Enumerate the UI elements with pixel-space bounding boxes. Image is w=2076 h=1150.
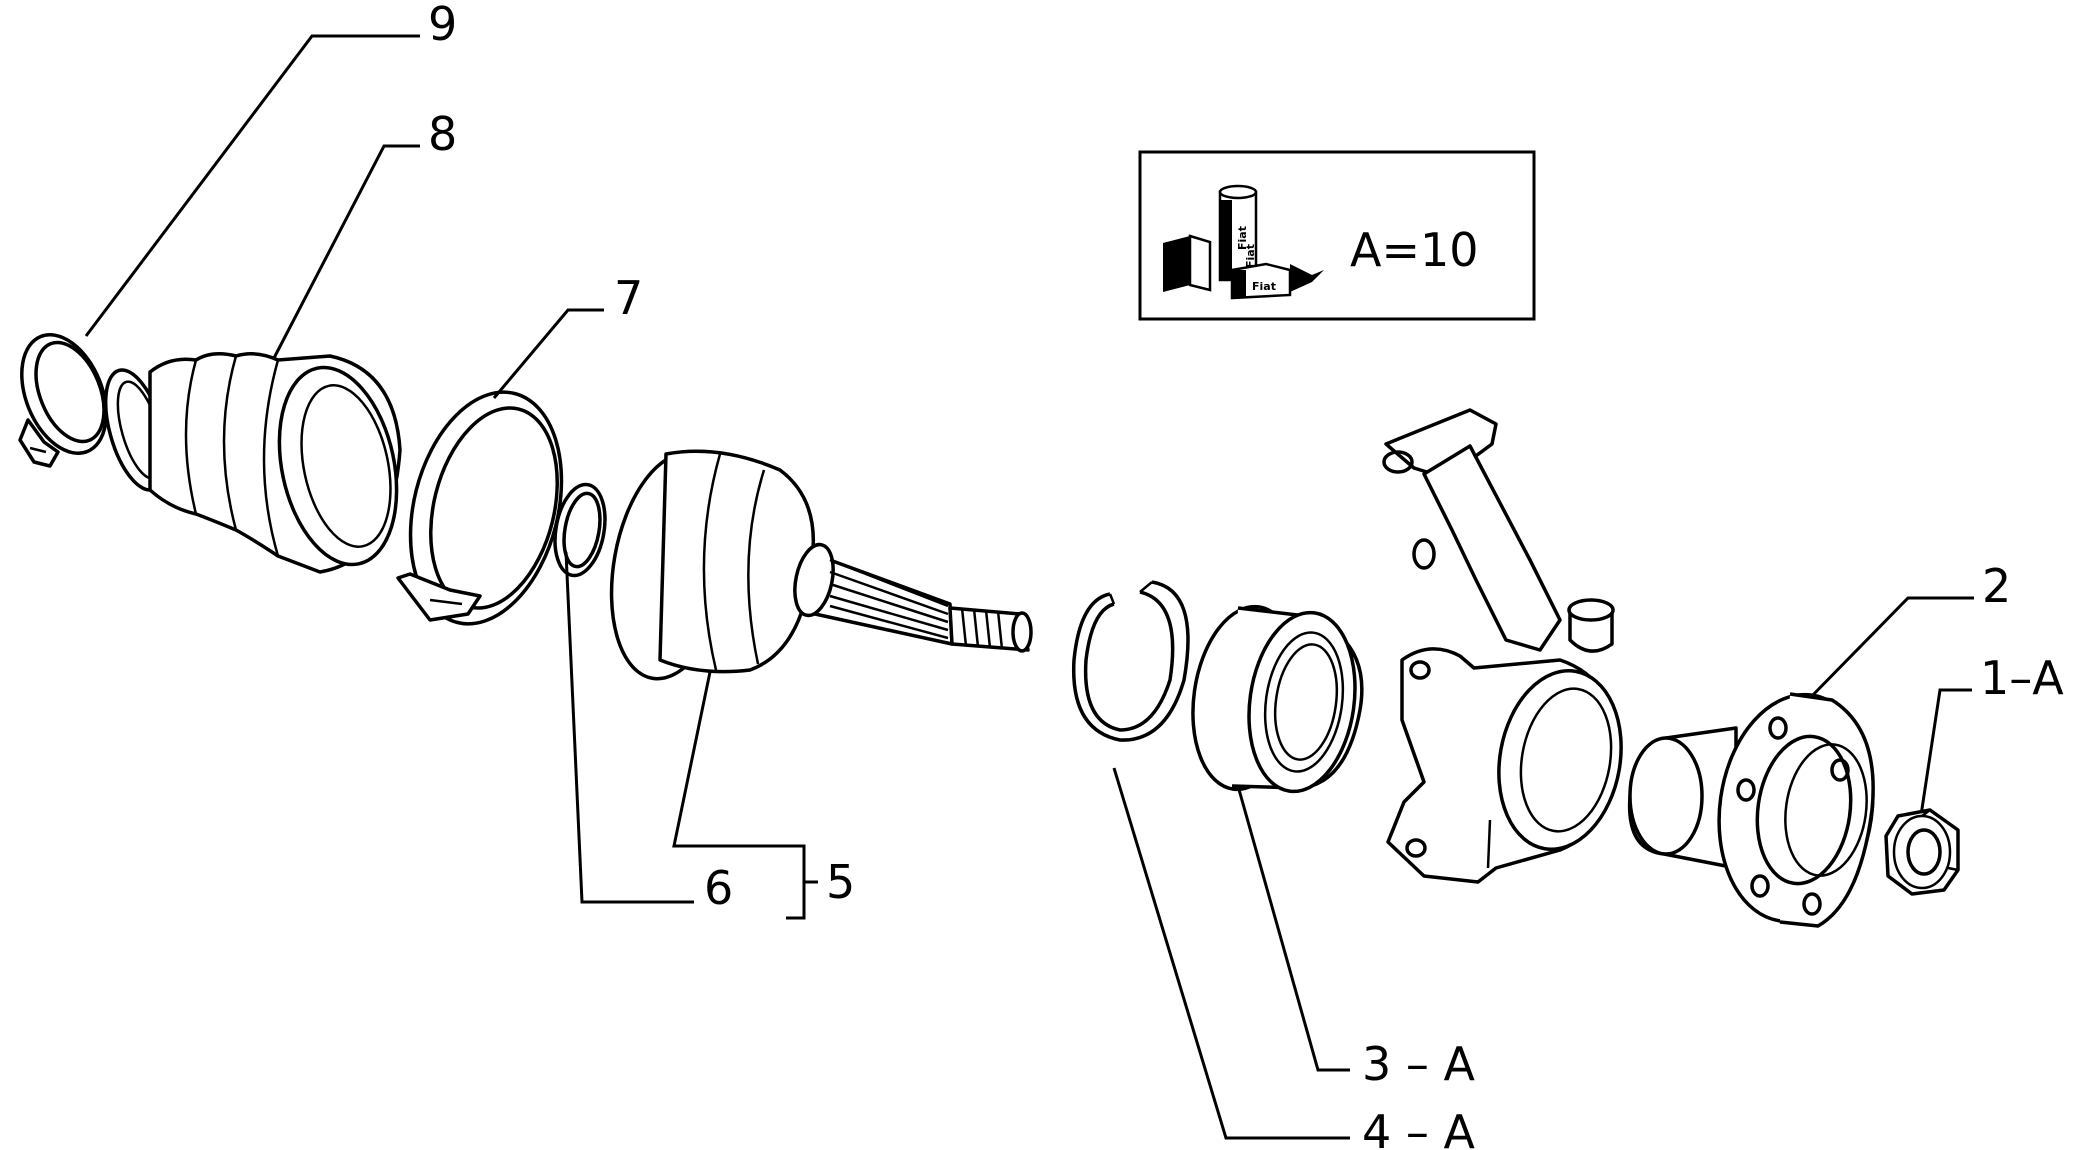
legend-brand-4: Fiat — [1252, 280, 1276, 293]
legend-brand-2: Fiat — [1236, 226, 1249, 250]
wheel-hub — [1627, 692, 1875, 928]
callout-7: 7 — [614, 271, 643, 325]
leader-lines — [84, 34, 1974, 1140]
callout-4a: 4 – A — [1362, 1105, 1476, 1150]
legend-brand-3: Fiat — [1244, 244, 1257, 268]
steering-knuckle — [1382, 408, 1623, 884]
callout-2: 2 — [1982, 559, 2011, 613]
callout-6: 6 — [704, 861, 733, 915]
snap-ring — [1071, 580, 1190, 742]
leader-8 — [272, 144, 420, 359]
callout-8: 8 — [428, 107, 457, 161]
legend: Fiat Fiat Fiat Fiat A=10 — [1138, 150, 1536, 321]
cv-boot — [103, 352, 402, 574]
callout-9: 9 — [428, 0, 457, 51]
callout-5: 5 — [826, 855, 855, 909]
circlip-small — [553, 482, 607, 578]
leader-3a — [1236, 785, 1350, 1072]
boot-clamp-large — [396, 390, 564, 626]
callout-1a: 1–A — [1980, 651, 2064, 705]
legend-frame — [1138, 150, 1536, 321]
callout-3a: 3 – A — [1362, 1037, 1476, 1091]
leader-2 — [1804, 596, 1974, 704]
leader-6 — [564, 551, 694, 904]
leader-7 — [492, 308, 604, 399]
legend-text: A=10 — [1350, 223, 1479, 277]
boot-clamp-small — [18, 333, 108, 468]
leader-5-joint — [672, 671, 800, 848]
lubricant-tubes-icon: Fiat Fiat Fiat Fiat — [1163, 184, 1324, 300]
bracket-5 — [784, 844, 806, 920]
leader-1a — [1918, 688, 1972, 823]
leader-9 — [84, 34, 420, 337]
hub-nut — [1884, 808, 1960, 896]
cv-joint-shaft — [609, 449, 1033, 681]
wheel-bearing — [1191, 604, 1364, 794]
leader-4a — [1112, 767, 1350, 1140]
